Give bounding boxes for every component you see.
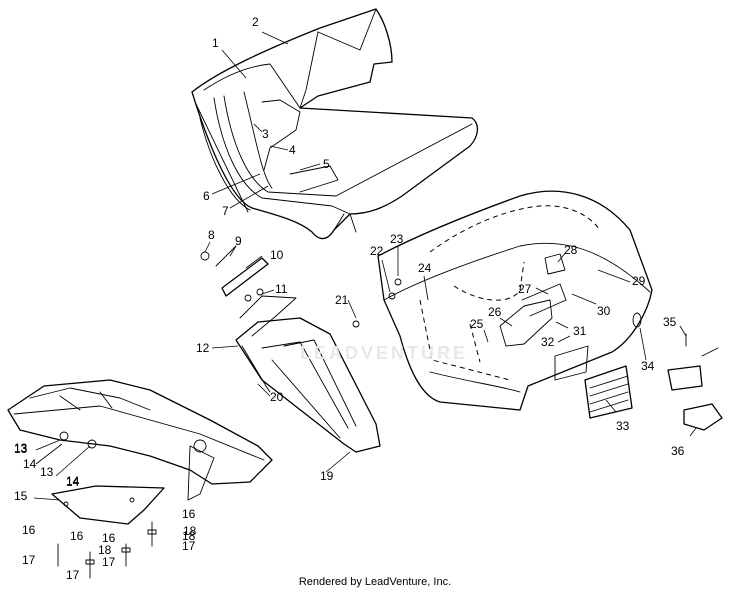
- hood-cover: [191, 8, 479, 240]
- callout-13a: 13: [14, 441, 28, 455]
- callout-35: 35: [663, 315, 677, 329]
- callout-12: 12: [196, 341, 210, 355]
- callout-18b: 18: [98, 543, 112, 557]
- callout-17c: 17: [102, 555, 116, 569]
- callout-2: 2: [252, 15, 259, 29]
- callout-19: 19: [320, 469, 334, 483]
- callout-11: 11: [275, 282, 288, 296]
- callout-5: 5: [323, 157, 330, 171]
- bolts: [57, 521, 157, 579]
- callout-22: 22: [370, 244, 384, 258]
- callout-8: 8: [208, 228, 215, 242]
- callout-14c: 14: [66, 475, 80, 489]
- side-step-assembly: [235, 295, 381, 453]
- callout-28: 28: [564, 243, 578, 257]
- callout-33: 33: [616, 419, 630, 433]
- callout-6: 6: [203, 189, 210, 203]
- vehicle-base: [7, 379, 273, 525]
- callout-21: 21: [335, 293, 349, 307]
- callout-13c: 13: [14, 442, 28, 456]
- callout-17d: 17: [182, 539, 196, 553]
- callout-1: 1: [212, 36, 219, 50]
- callout-14a: 14: [23, 457, 37, 471]
- callout-25: 25: [470, 317, 484, 331]
- callout-27: 27: [518, 282, 532, 296]
- callout-16b: 16: [70, 529, 84, 543]
- callout-32: 32: [541, 335, 555, 349]
- callout-15: 15: [14, 489, 28, 503]
- callout-34: 34: [641, 359, 655, 373]
- callout-13b: 13: [40, 465, 54, 479]
- callout-3: 3: [262, 127, 269, 141]
- callout-7: 7: [222, 204, 229, 218]
- callout-16d: 16: [182, 507, 196, 521]
- callout-23: 23: [390, 232, 404, 246]
- leader-lines: [33, 31, 697, 501]
- callout-9: 9: [235, 234, 242, 248]
- callout-29: 29: [632, 274, 646, 288]
- callout-16c: 16: [102, 531, 116, 545]
- footer-credit: Rendered by LeadVenture, Inc.: [298, 576, 452, 588]
- callout-18a: 18: [182, 529, 196, 543]
- watermark: LEADVENTURE: [300, 343, 469, 363]
- hardware-parts: [200, 245, 402, 328]
- callout-18c: 18: [183, 524, 197, 538]
- callout-36: 36: [671, 444, 685, 458]
- main-body-panel: [377, 190, 653, 411]
- callout-31: 31: [573, 324, 587, 338]
- right-brackets: [584, 333, 723, 431]
- callout-24: 24: [418, 261, 432, 275]
- callout-4: 4: [289, 143, 296, 157]
- callout-30: 30: [597, 304, 611, 318]
- callout-20: 20: [270, 390, 284, 404]
- callout-17b: 17: [66, 568, 80, 582]
- callout-14b: 14: [66, 474, 80, 488]
- callout-16a: 16: [22, 523, 36, 537]
- callout-17a: 17: [22, 553, 36, 567]
- callout-26: 26: [488, 305, 502, 319]
- callout-10: 10: [270, 248, 284, 262]
